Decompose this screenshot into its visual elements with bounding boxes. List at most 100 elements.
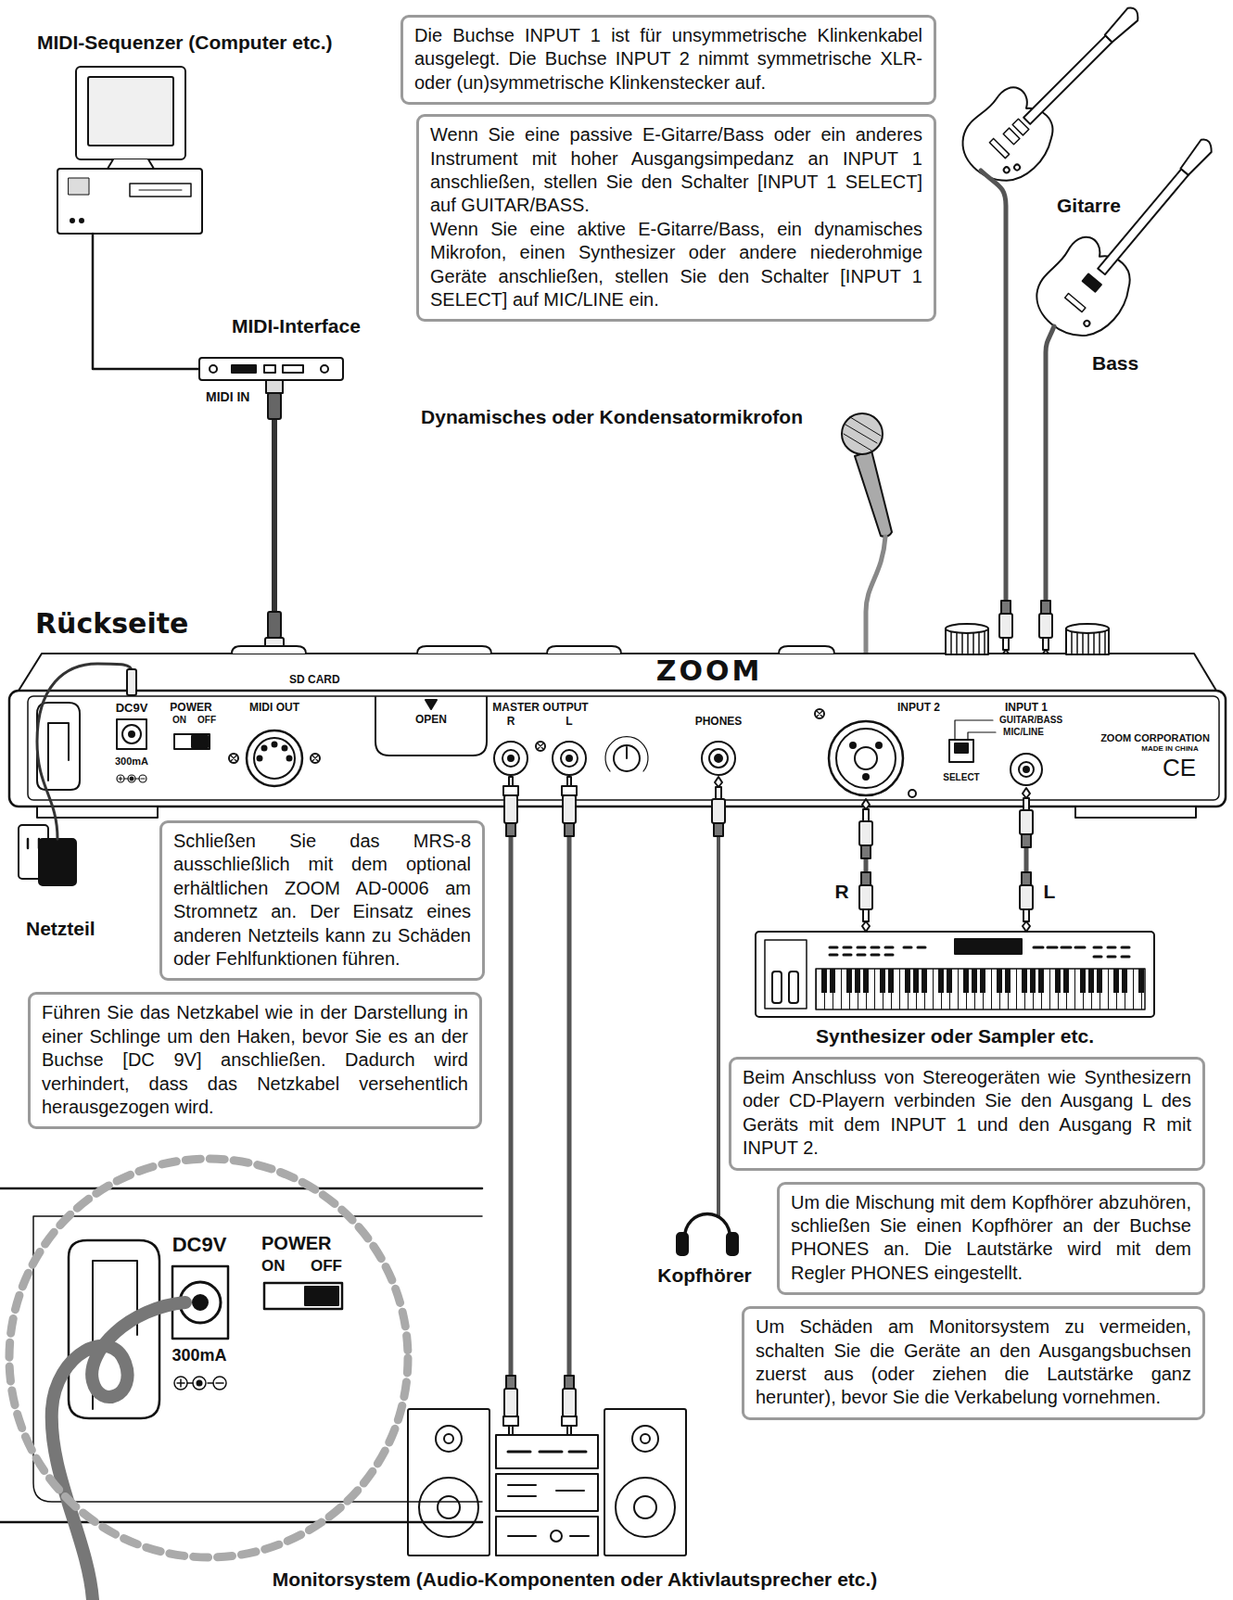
panel-label: MIC/LINE xyxy=(1003,726,1044,738)
callout-text: Die Buchse INPUT 1 ist für unsymmetrisch… xyxy=(414,24,923,95)
recorder-rear-panel xyxy=(122,724,141,744)
guitar xyxy=(1023,35,1112,124)
guitar xyxy=(989,138,1009,158)
recorder-rear-panel xyxy=(816,711,823,717)
monitor-cables xyxy=(567,836,573,1378)
computer xyxy=(57,66,203,234)
microphone xyxy=(841,413,883,455)
panel-label: MADE IN CHINA xyxy=(1141,744,1198,753)
midi-interface xyxy=(199,357,344,381)
synthesizer xyxy=(772,971,782,1004)
recorder-rear-panel xyxy=(310,753,320,763)
device-label: Dynamisches oder Kondensatormikrofon xyxy=(420,406,803,429)
recorder-rear-panel xyxy=(27,696,1220,801)
recorder-rear-panel xyxy=(1075,806,1196,818)
panel-label: SELECT xyxy=(942,772,979,784)
recorder-rear-panel xyxy=(876,742,882,749)
midi-interface xyxy=(209,365,217,373)
monitor-system xyxy=(435,1425,462,1452)
synth-cables xyxy=(1019,788,1033,848)
microphone xyxy=(841,413,892,537)
monitor-cables xyxy=(561,1375,577,1436)
recorder-rear-panel xyxy=(18,653,1217,691)
bass xyxy=(1082,273,1102,292)
recorder-rear-panel xyxy=(814,709,825,719)
recorder-rear-panel xyxy=(1023,766,1030,773)
bass xyxy=(1024,116,1233,354)
callout-box: Führen Sie das Netzkabel wie in der Dars… xyxy=(27,991,483,1130)
monitor-system xyxy=(495,1474,598,1512)
bass xyxy=(1082,319,1091,328)
guitar xyxy=(1003,165,1011,174)
recorder-rear-panel xyxy=(257,756,263,762)
monitor-system xyxy=(604,1409,687,1556)
device-label: MIDI-Sequenzer (Computer etc.) xyxy=(37,31,333,54)
recorder-rear-panel xyxy=(502,749,520,767)
synthesizer xyxy=(954,939,1022,954)
synthesizer xyxy=(788,971,799,1004)
recorder-rear-panel xyxy=(127,775,136,783)
panel-label: L xyxy=(565,715,573,729)
detail-inset xyxy=(0,1187,483,1191)
monitor-system xyxy=(495,1516,598,1556)
monitor-system xyxy=(419,1477,479,1538)
recorder-rear-panel xyxy=(130,777,134,781)
recorder-rear-panel xyxy=(228,753,239,763)
recorder-rear-panel xyxy=(128,731,135,738)
channel-label: R xyxy=(834,880,849,903)
midi-cable xyxy=(271,415,278,640)
headphone-cable xyxy=(716,836,721,1217)
device-label: Synthesizer oder Sampler etc. xyxy=(815,1025,1094,1048)
recorder-rear-panel xyxy=(566,755,573,762)
callout-box: Die Buchse INPUT 1 ist für unsymmetrisch… xyxy=(400,14,937,105)
callout-text: Beim Anschluss von Stereogeräten wie Syn… xyxy=(742,1066,1192,1161)
power-cable xyxy=(37,663,132,839)
synthesizer xyxy=(764,940,807,1009)
midi-interface xyxy=(231,365,256,373)
midi-interface xyxy=(264,365,276,373)
inset-label: 300mA xyxy=(171,1346,227,1366)
recorder-rear-panel xyxy=(231,646,835,654)
guitar xyxy=(1003,127,1020,145)
recorder-rear-panel xyxy=(37,702,80,790)
recorder-rear-panel xyxy=(836,728,896,789)
recorder-rear-panel xyxy=(701,741,736,776)
monitor-system xyxy=(640,1434,650,1444)
panel-label: GUITAR/BASS xyxy=(999,714,1063,726)
computer xyxy=(68,177,89,195)
recorder-rear-panel xyxy=(709,749,728,768)
headphone-cable xyxy=(711,776,725,1217)
computer-cable xyxy=(92,233,200,369)
callout-text: Um Schäden am Monitorsystem zu vermeiden… xyxy=(755,1315,1192,1411)
panel-label: DC9V xyxy=(115,701,149,716)
recorder-rear-panel xyxy=(508,755,514,762)
recorder-rear-panel xyxy=(494,741,528,776)
synth-cables xyxy=(1019,872,1033,932)
device-label: Gitarre xyxy=(1056,194,1121,217)
connection-illustration xyxy=(127,669,137,696)
monitor-system xyxy=(508,1535,589,1538)
device-label: MIDI-Interface xyxy=(231,315,361,338)
synthesizer xyxy=(829,947,1130,957)
recorder-rear-panel xyxy=(954,743,968,753)
monitor-cables xyxy=(503,776,519,837)
monitor-system xyxy=(550,1530,562,1542)
detail-inset xyxy=(177,1379,214,1387)
inset-label: POWER xyxy=(261,1233,332,1255)
recorder-rear-panel xyxy=(272,742,278,748)
callout-box: Wenn Sie eine passive E-Gitarre/Bass ode… xyxy=(416,114,937,322)
monitor-cables xyxy=(508,836,514,1378)
recorder-rear-panel xyxy=(139,775,147,783)
midi-cable xyxy=(265,380,284,681)
computer xyxy=(79,218,84,223)
panel-label: ON xyxy=(172,714,187,726)
device-label: Bass xyxy=(1092,352,1139,375)
synthesizer xyxy=(755,931,1155,1017)
detail-inset xyxy=(213,1376,227,1390)
panel-label: CE xyxy=(1162,755,1196,780)
port-label: MIDI IN xyxy=(205,389,250,405)
recorder-rear-panel xyxy=(140,777,145,779)
headphones xyxy=(676,1233,688,1256)
headphones xyxy=(726,1233,738,1256)
